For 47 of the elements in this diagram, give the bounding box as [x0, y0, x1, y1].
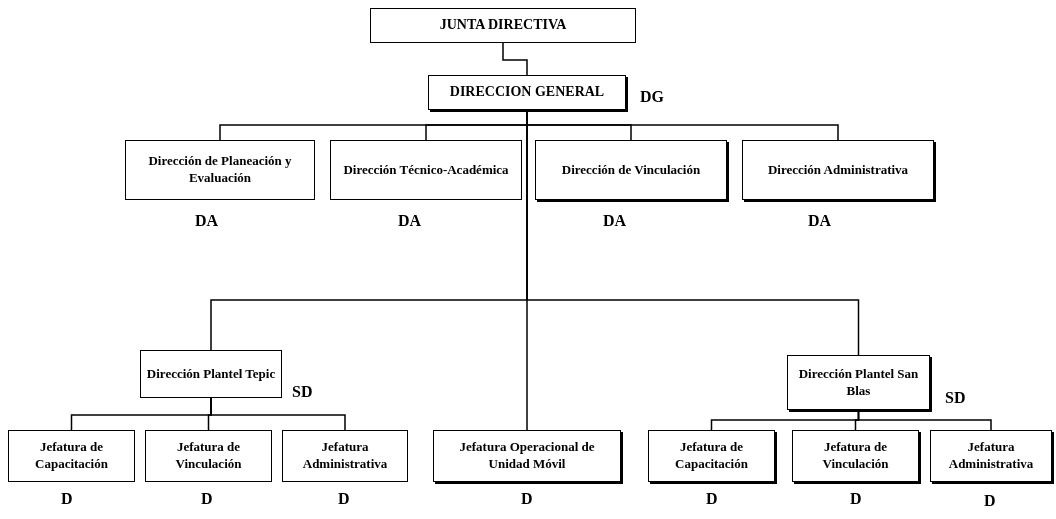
box-title: Dirección Técnico-Académica: [343, 161, 509, 179]
box-title: Dirección Plantel Tepic: [146, 365, 276, 383]
level-code: D: [521, 490, 533, 508]
org-box: [8, 430, 135, 482]
box-title: Jefatura de Vinculación: [174, 439, 243, 473]
org-box: [792, 430, 919, 482]
level-code: SD: [292, 383, 313, 401]
level-code: D: [61, 490, 73, 508]
level-code: DA: [398, 212, 422, 230]
box-title: Jefatura de Vinculación: [821, 439, 890, 473]
connector-line: [210, 397, 346, 431]
level-code: D: [706, 490, 718, 508]
box-title: JUNTA DIRECTIVA: [439, 16, 567, 35]
org-box: [145, 430, 272, 482]
org-box: [140, 350, 282, 398]
org-box: [930, 430, 1052, 482]
level-code: SD: [945, 389, 966, 407]
box-title: Jefatura de Capacitación: [674, 439, 749, 473]
level-code: D: [984, 492, 996, 510]
level-code: DA: [195, 212, 219, 230]
level-code: DA: [808, 212, 832, 230]
org-box: [125, 140, 315, 200]
org-box: [282, 430, 408, 482]
box-title: Jefatura Operacional de Unidad Móvil: [458, 439, 596, 473]
box-title: Dirección de Planeación y Evaluación: [147, 153, 293, 187]
org-box: [433, 430, 621, 482]
level-code: DG: [640, 88, 664, 106]
box-title: Dirección de Vinculación: [561, 161, 701, 179]
box-title: Dirección Plantel San Blas: [797, 365, 920, 400]
connector-line: [857, 409, 992, 431]
org-box: [648, 430, 775, 482]
box-title: Jefatura Administrativa: [301, 439, 389, 473]
box-title: Dirección Administrativa: [767, 161, 909, 179]
level-code: D: [201, 490, 213, 508]
box-title: DIRECCION GENERAL: [449, 83, 605, 102]
org-box: [787, 355, 930, 410]
org-box: [428, 75, 626, 110]
box-title: Jefatura Administrativa: [947, 439, 1035, 473]
level-code: DA: [603, 212, 627, 230]
org-box: [535, 140, 727, 200]
level-code: D: [338, 490, 350, 508]
org-box: [742, 140, 934, 200]
box-title: Jefatura de Capacitación: [34, 439, 109, 473]
org-box: [370, 8, 636, 43]
connector-line: [502, 42, 528, 76]
org-box: [330, 140, 522, 200]
level-code: D: [850, 490, 862, 508]
